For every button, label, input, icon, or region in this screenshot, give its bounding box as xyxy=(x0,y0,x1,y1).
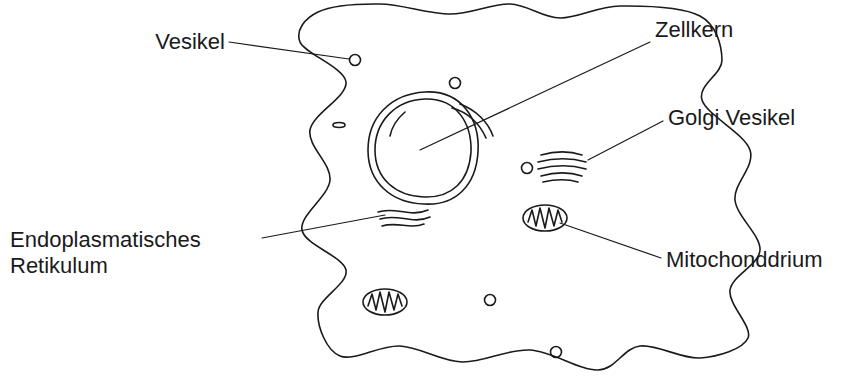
cristae xyxy=(368,292,402,312)
part-label: Endoplasmatisches Retikulum xyxy=(10,227,260,279)
vesicle xyxy=(450,78,461,89)
er-membrane xyxy=(382,224,424,226)
er-membrane xyxy=(460,104,493,136)
vesicle xyxy=(350,55,361,66)
part-label: Mitochonddrium xyxy=(666,247,823,273)
vesicle xyxy=(485,295,496,306)
golgi-cisterna xyxy=(541,173,582,176)
part-label: Golgi Vesikel xyxy=(668,105,795,131)
leader-line xyxy=(588,121,663,160)
er-membrane xyxy=(390,112,405,136)
golgi-cisterna xyxy=(541,152,582,155)
vesicle xyxy=(522,163,533,174)
er-membrane xyxy=(378,210,428,213)
golgi-cisterna xyxy=(543,180,578,182)
leader-line xyxy=(420,42,650,150)
part-label: Zellkern xyxy=(655,17,733,43)
leader-line xyxy=(262,215,385,238)
vesicle xyxy=(551,347,562,358)
leader-line xyxy=(229,42,349,59)
er-membrane xyxy=(380,217,430,220)
er-membrane xyxy=(452,108,486,138)
golgi-cisterna xyxy=(538,166,586,169)
cell-membrane xyxy=(299,4,760,370)
mitochondrion xyxy=(523,205,567,231)
golgi-cisterna xyxy=(538,159,586,162)
part-label: Vesikel xyxy=(155,29,225,55)
er-fragment xyxy=(333,123,345,128)
cristae xyxy=(528,208,562,228)
leader-line xyxy=(560,223,661,258)
mitochondrion xyxy=(363,289,407,315)
